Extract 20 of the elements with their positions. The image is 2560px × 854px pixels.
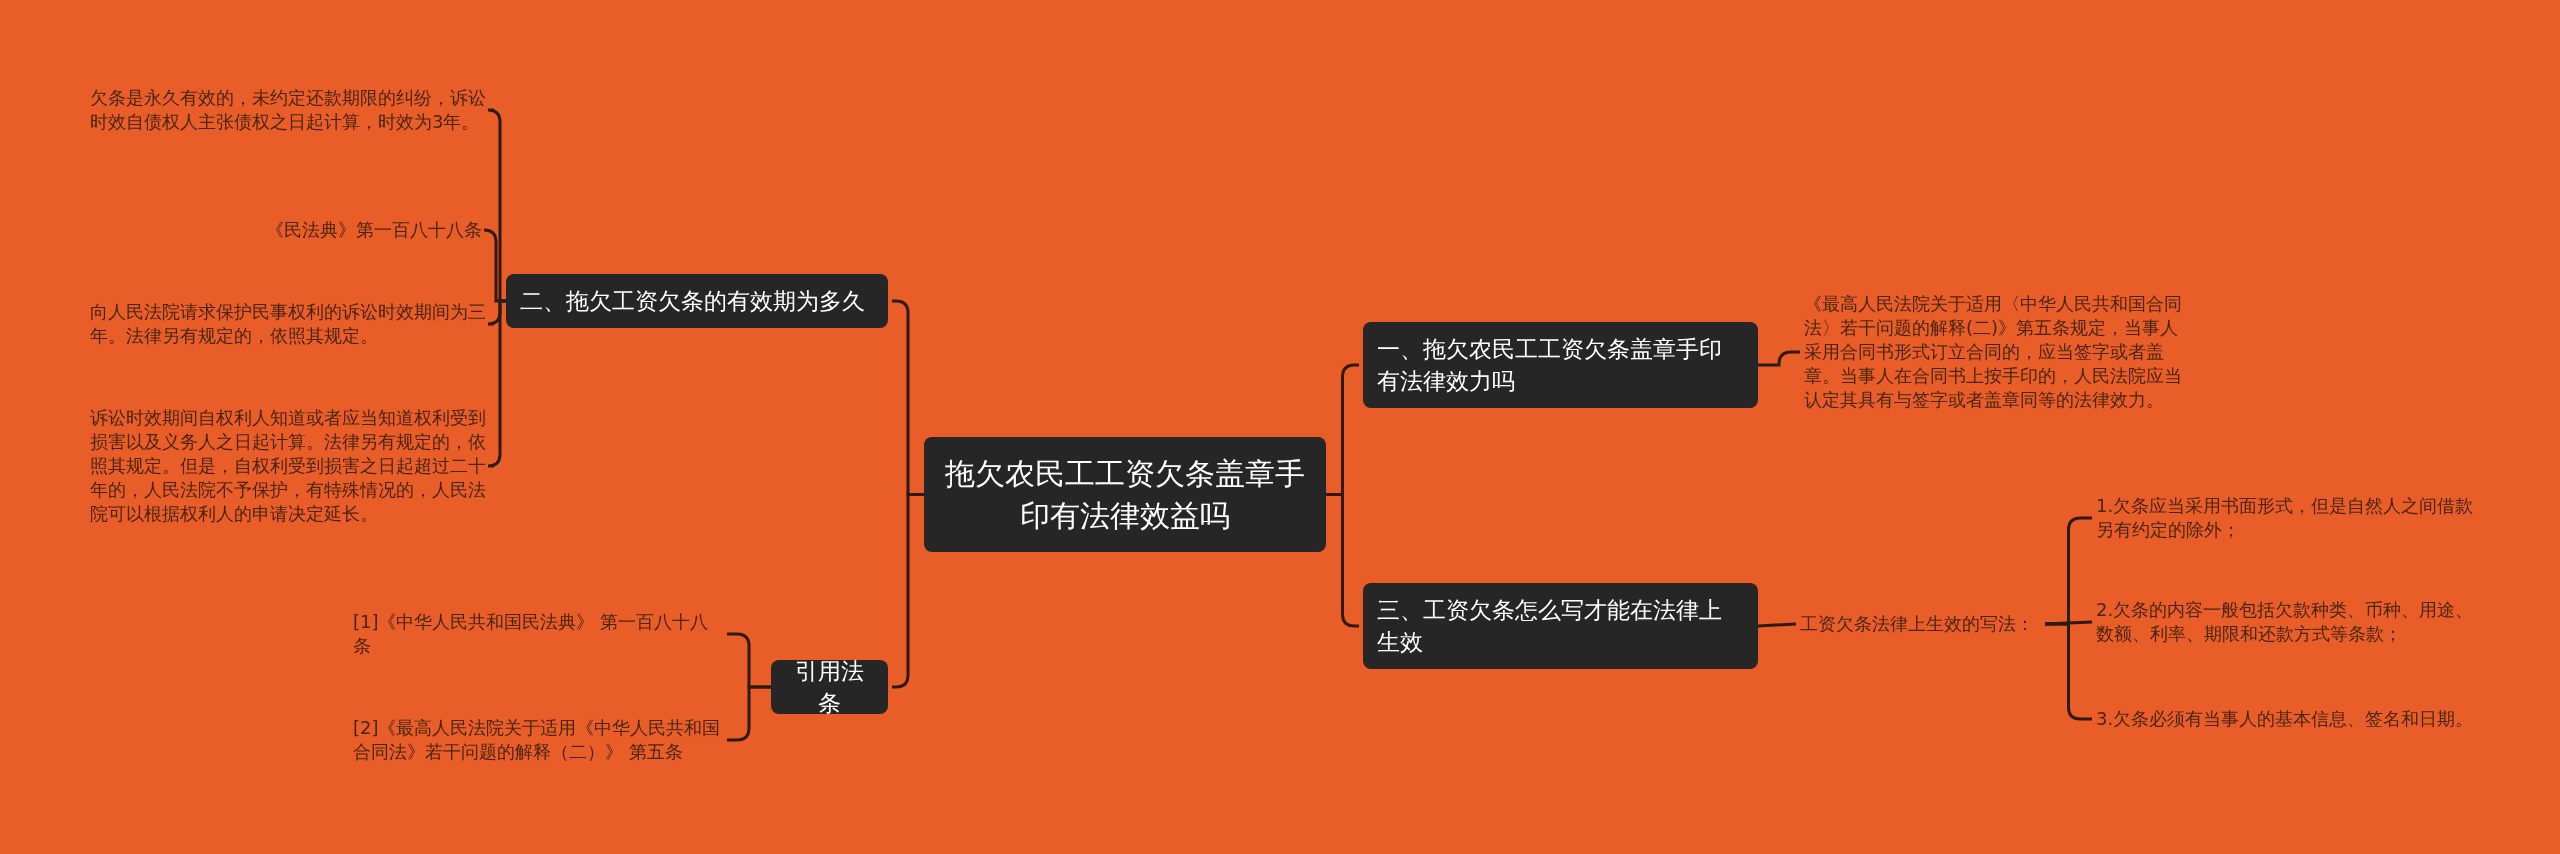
connector-line (1758, 350, 1800, 367)
note-text: 向人民法院请求保护民事权利的诉讼时效期间为三年。法律另有规定的，依照其规定。 (90, 300, 490, 348)
topic-box: 引用法条 (771, 660, 888, 714)
note-text: [2]《最高人民法院关于适用《中华人民共和国合同法》若干问题的解释（二）》 第五条 (353, 716, 723, 764)
note-text: 诉讼时效期间自权利人知道或者应当知道权利受到损害以及义务人之日起计算。法律另有规定的，依照其规定。但是，自权利受到损害之日起超过二十年的，人民法院不予保护，有特殊情况的，人民法院可以根据权利人的申请决定延长。 (90, 406, 490, 526)
topic-box: 二、拖欠工资欠条的有效期为多久 (506, 274, 888, 328)
topic-box: 拖欠农民工工资欠条盖章手印有法律效益吗 (924, 437, 1326, 552)
connector-line (2044, 620, 2093, 626)
note-text: 1.欠条应当采用书面形式，但是自然人之间借款另有约定的除外； (2096, 494, 2481, 542)
note-text: 工资欠条法律上生效的写法： (1800, 612, 2045, 636)
note-text: 欠条是永久有效的，未约定还款期限的纠纷，诉讼时效自债权人主张债权之日起计算，时效为3年。 (90, 86, 490, 134)
note-text: 2.欠条的内容一般包括欠款种类、币种、用途、数额、利率、期限和还款方式等条款； (2096, 598, 2481, 646)
note-text: 3.欠条必须有当事人的基本信息、签名和日期。 (2096, 707, 2481, 731)
topic-box: 三、工资欠条怎么写才能在法律上生效 (1363, 583, 1758, 669)
note-text: 《民法典》第一百八十八条 (90, 218, 482, 242)
connector-line (486, 299, 506, 468)
topic-box: 一、拖欠农民工工资欠条盖章手印有法律效力吗 (1363, 322, 1758, 408)
connector-line (1757, 622, 1797, 628)
note-text: 《最高人民法院关于适用〈中华人民共和国合同法〉若干问题的解释(二)》第五条规定，当事人采用合同书形式订立合同的，应当签字或者盖章。当事人在合同书上按手印的，人民法院应当认定其具有与签字或者盖章同等的法律效力。 (1804, 292, 2184, 412)
note-text: [1]《中华人民共和国民法典》 第一百八十八条 (353, 610, 723, 658)
